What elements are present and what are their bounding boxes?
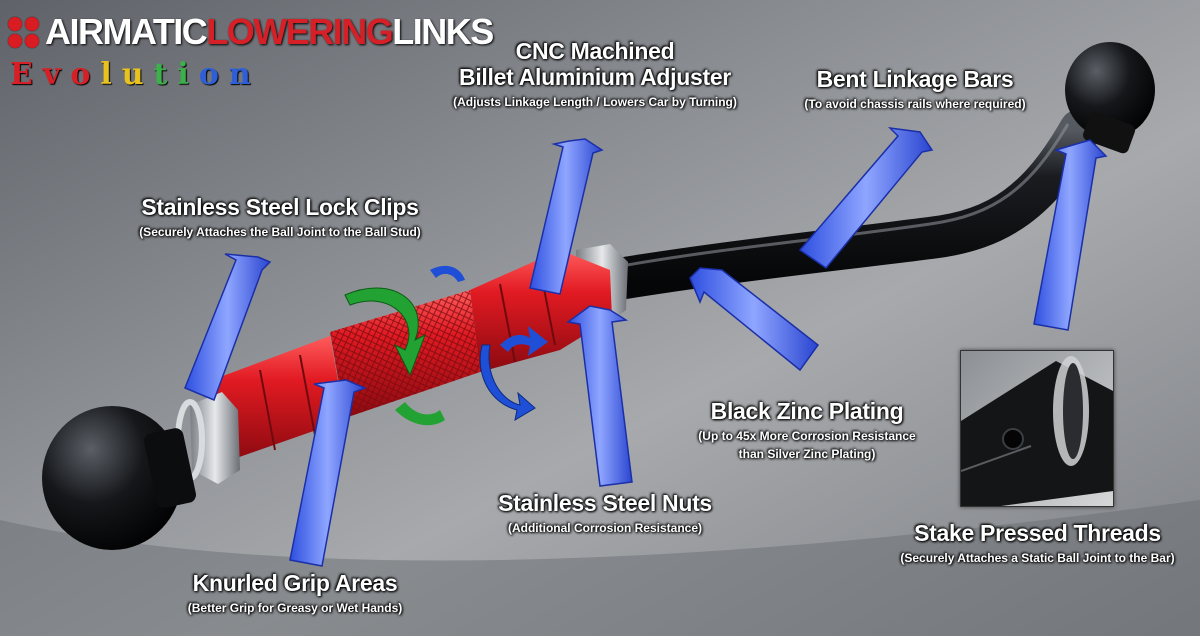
- logo-tagline-letter: E: [10, 57, 43, 92]
- callout-cnc-title-line2: Billet Aluminium Adjuster: [459, 64, 731, 90]
- logo-tagline-letter: i: [177, 57, 199, 92]
- callout-clips-subtitle: (Securely Attaches the Ball Joint to the…: [139, 225, 421, 239]
- blue-arrow-icon: [798, 126, 934, 270]
- callout-knurl-title: Knurled Grip Areas: [192, 570, 398, 596]
- callout-clips-title: Stainless Steel Lock Clips: [141, 194, 419, 220]
- logo-word-links: LINKS: [392, 11, 494, 52]
- callout-stake-title: Stake Pressed Threads: [914, 520, 1161, 546]
- bent-linkage-bar: [579, 109, 1101, 303]
- inset-closeup-photo: [961, 351, 1113, 506]
- rotate-arrow-green-icon: [344, 287, 426, 377]
- logo-tagline-letter: o: [70, 57, 101, 92]
- callout-nuts-subtitle: (Additional Corrosion Resistance): [507, 521, 703, 535]
- logo-tagline-letter: v: [42, 57, 71, 92]
- callout-zinc-subtitle-line2: than Silver Zinc Plating): [738, 447, 876, 461]
- blue-arrow-icon: [1033, 139, 1108, 331]
- callout-bent: Bent Linkage Bars (To avoid chassis rail…: [780, 66, 1050, 112]
- logo-tagline: Evolution: [10, 60, 493, 90]
- blue-arrow-icon: [184, 253, 272, 401]
- callout-zinc-subtitle-line1: (Up to 45x More Corrosion Resistance: [698, 429, 916, 443]
- callout-nuts-title: Stainless Steel Nuts: [498, 490, 712, 516]
- callout-zinc: Black Zinc Plating (Up to 45x More Corro…: [672, 398, 942, 462]
- callout-zinc-title: Black Zinc Plating: [710, 398, 904, 424]
- callout-bent-subtitle: (To avoid chassis rails where required): [804, 97, 1026, 111]
- callout-knurl: Knurled Grip Areas (Better Grip for Grea…: [150, 570, 440, 616]
- logo-word-lowering: LOWERING: [206, 11, 393, 52]
- logo-dots-icon: [8, 16, 39, 48]
- blue-arrow-icon: [689, 267, 820, 372]
- stake-pressed-threads-inset: [960, 350, 1114, 507]
- callout-cnc-subtitle: (Adjusts Linkage Length / Lowers Car by …: [453, 95, 737, 109]
- callout-cnc-title-line1: CNC Machined: [515, 38, 675, 64]
- callout-nuts: Stainless Steel Nuts (Additional Corrosi…: [470, 490, 740, 536]
- callout-cnc: CNC Machined Billet Aluminium Adjuster (…: [430, 38, 760, 110]
- callout-stake-subtitle: (Securely Attaches a Static Ball Joint t…: [900, 551, 1175, 565]
- callout-bent-title: Bent Linkage Bars: [816, 66, 1014, 92]
- callout-stake: Stake Pressed Threads (Securely Attaches…: [880, 520, 1195, 566]
- blue-arrow-icon: [529, 138, 604, 295]
- callout-knurl-subtitle: (Better Grip for Greasy or Wet Hands): [187, 601, 403, 615]
- logo-tagline-letter: u: [121, 57, 154, 92]
- logo-tagline-letter: l: [100, 57, 122, 92]
- logo-tagline-letter: o: [198, 57, 229, 92]
- blue-arrow-icon: [289, 379, 368, 567]
- logo-tagline-letter: t: [153, 57, 178, 92]
- logo-tagline-letter: n: [228, 57, 261, 92]
- logo-word-airmatic: AIRMATIC: [45, 11, 208, 52]
- callout-clips: Stainless Steel Lock Clips (Securely Att…: [100, 194, 460, 240]
- blue-arrow-icon: [566, 305, 633, 487]
- right-ball-joint: [1065, 42, 1155, 138]
- rotate-arrow-blue-icon: [479, 344, 536, 422]
